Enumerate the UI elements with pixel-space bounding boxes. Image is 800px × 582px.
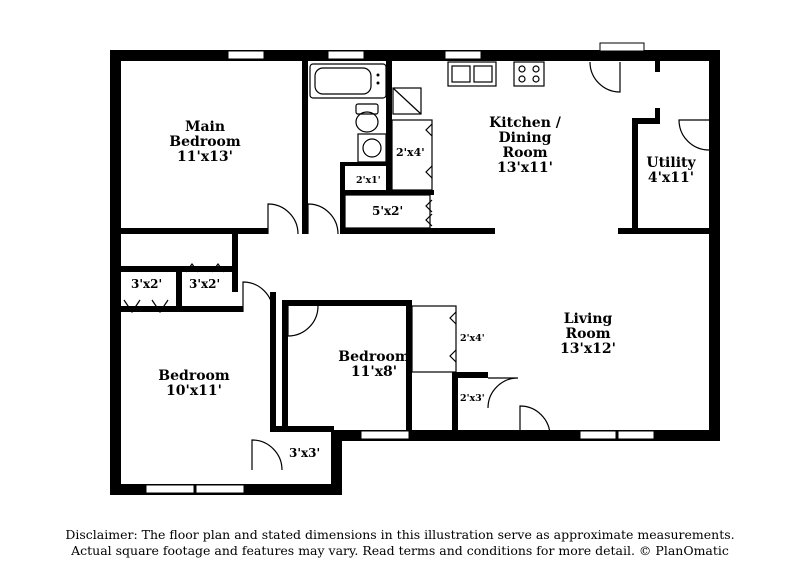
fixtures (309, 61, 545, 163)
disclaimer-line2: Actual square footage and features may v… (71, 543, 729, 558)
closet-label: 3'x3' (289, 446, 321, 460)
closet-outlines (344, 119, 457, 373)
room-label-utility: Utility 4'x11' (638, 155, 704, 187)
main-bedroom-dims: 11'x13' (177, 149, 233, 166)
doors (123, 61, 710, 471)
main-bedroom-name-line2: Bedroom (169, 134, 241, 151)
exterior-walls (110, 50, 720, 495)
kitchen-dims: 13'x11' (497, 160, 553, 177)
bedroom-center-dims: 11'x8' (350, 364, 398, 381)
utility-name: Utility (646, 155, 696, 171)
kitchen-name-line2: Dining (498, 130, 552, 147)
windows (145, 42, 655, 494)
living-name-line1: Living (563, 311, 613, 327)
living-name-line2: Room (565, 326, 611, 343)
disclaimer: Disclaimer: The floor plan and stated di… (0, 527, 800, 559)
living-dims: 13'x12' (560, 341, 616, 358)
closet-label: 2'x3' (460, 393, 485, 404)
room-label-main-bedroom: Main Bedroom 11'x13' (150, 119, 260, 166)
bedroom-left-dims: 10'x11' (166, 383, 222, 400)
closet-label: 5'x2' (372, 204, 404, 218)
room-label-kitchen: Kitchen / Dining Room 13'x11' (470, 115, 580, 177)
disclaimer-line1: Disclaimer: The floor plan and stated di… (65, 527, 735, 542)
utility-dims: 4'x11' (647, 170, 695, 187)
main-bedroom-name-line1: Main (184, 119, 226, 135)
closet-label: 2'x1' (356, 175, 381, 186)
bedroom-center-name: Bedroom (338, 349, 410, 365)
closet-label: 2'x4' (396, 146, 425, 159)
kitchen-name-line1: Kitchen / (489, 115, 561, 131)
room-label-bedroom-center: Bedroom 11'x8' (326, 349, 422, 381)
bedroom-left-name: Bedroom (158, 368, 230, 384)
room-label-living: Living Room 13'x12' (540, 311, 636, 358)
closet-label: 3'x2' (131, 277, 163, 291)
room-label-bedroom-left: Bedroom 10'x11' (142, 368, 246, 400)
closet-label: 3'x2' (189, 277, 221, 291)
interior-walls (118, 58, 718, 434)
kitchen-name-line3: Room (502, 145, 548, 162)
closet-label: 2'x4' (460, 333, 485, 344)
